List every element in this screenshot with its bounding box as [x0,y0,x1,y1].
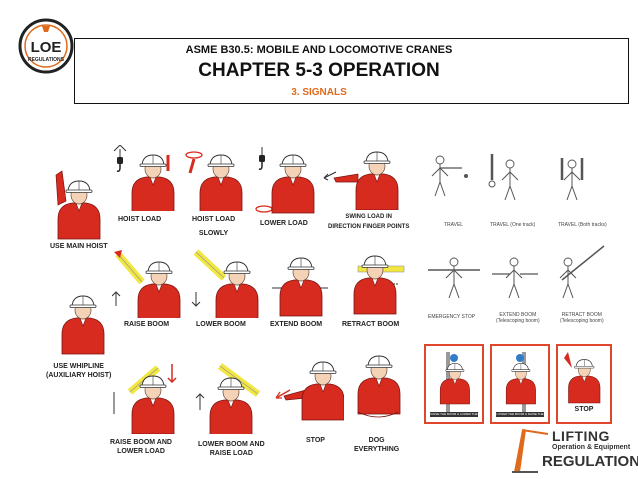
signal-dog-everything [348,346,410,430]
label-lower-boom-raise-load: LOWER BOOM AND RAISE LOAD [198,440,265,458]
sketch-retract-boom-tele [548,240,610,310]
label-travel-both-tracks: TRAVEL (Both tracks) [558,222,607,228]
label-hoist-load-slowly: HOIST LOAD SLOWLY [192,215,235,238]
label-retract-boom-tele: RETRACT BOOM (Telescoping boom) [560,312,604,324]
signal-use-whipline [54,290,112,362]
label-use-whipline-2: (AUXILIARY HOIST) [46,372,112,379]
label-lower-load: LOWER LOAD [260,220,308,227]
label-travel: TRAVEL [444,222,464,228]
signal-retract-boom [344,244,410,318]
label-swing-load: SWING LOAD IN DIRECTION FINGER POINTS [328,212,409,232]
label-swing-load-2: DIRECTION FINGER POINTS [328,224,410,230]
signal-lower-boom-raise-load [190,362,268,437]
signal-hoist-load [108,143,176,214]
label-raise-boom-lower-load: RAISE BOOM AND LOWER LOAD [110,438,172,456]
signal-use-main-hoist [50,165,106,241]
label-hoist-load: HOIST LOAD [118,216,162,223]
label-hoist-load-slowly-1: HOIST LOAD [192,216,236,223]
sketch-travel-both-tracks [548,150,602,212]
signal-lower-load [252,145,316,217]
label-stop: STOP [306,437,325,444]
label-dog-everything: DOG EVERYTHING [354,436,399,454]
standard-title: ASME B30.5: MOBILE AND LOCOMOTIVE CRANES [185,44,453,56]
label-stop-framed: STOP [574,406,594,413]
label-emergency-stop: EMERGENCY STOP [428,314,476,320]
framed-stop: STOP [556,344,612,424]
brand-line-3: REGULATIONS [542,453,638,470]
signal-swing-load [322,148,404,211]
loe-logo: LOE REGULATIONS [18,18,74,74]
signal-lower-boom [190,248,262,321]
label-lower-boom-raise-load-2: RAISE LOAD [209,450,253,457]
label-use-main-hoist: USE MAIN HOIST [50,243,108,250]
label-hoist-load-slowly-2: SLOWLY [198,230,229,237]
sketch-travel-one-track [484,150,538,212]
label-extend-boom-tele: EXTEND BOOM (Telescoping boom) [496,312,540,324]
label-retract-boom-tele-1: RETRACT BOOM [561,312,602,318]
framed-raise-boom-lower-load: RAISE THE BOOM & LOWER THE LOAD [424,344,484,424]
label-raise-boom-lower-load-2: LOWER LOAD [117,448,165,455]
label-retract-boom-tele-2: (Telescoping boom) [560,318,604,324]
signal-extend-boom [268,244,332,318]
sketch-travel [422,150,484,212]
sketch-emergency-stop [422,246,486,310]
label-dog-everything-2: EVERYTHING [354,446,400,453]
label-raise-boom: RAISE BOOM [124,321,170,328]
logo-subtext: REGULATIONS [28,57,65,63]
label-extend-boom-tele-1: EXTEND BOOM [499,312,537,318]
signal-raise-boom-lower-load [108,362,186,435]
logo-text: LOE [31,39,62,56]
label-travel-one-track: TRAVEL (One track) [490,222,536,228]
label-use-whipline-1: USE WHIPLINE [53,363,104,370]
label-lower-boom-raise-load-1: LOWER BOOM AND [198,441,265,448]
section-title: 3. SIGNALS [291,87,347,98]
label-extend-boom-tele-2: (Telescoping boom) [496,318,540,324]
signal-stop [272,350,345,430]
label-swing-load-1: SWING LOAD IN [345,214,392,220]
frame-caption-1: RAISE THE BOOM & LOWER THE LOAD [430,412,478,421]
signal-hoist-load-slowly [180,145,244,214]
framed-lower-boom-raise-load: LOWER THE BOOM & RAISE THE LOAD [490,344,550,424]
label-dog-everything-1: DOG [368,437,385,444]
chapter-title: CHAPTER 5-3 OPERATION [198,60,440,81]
label-retract-boom: RETRACT BOOM [342,321,400,328]
brand-line-1: LIFTING [552,428,610,444]
lifting-regulations-logo: LIFTING Operation & Equipment REGULATION… [508,426,638,476]
header-box [74,38,629,104]
brand-line-2: Operation & Equipment [552,444,631,451]
label-raise-boom-lower-load-1: RAISE BOOM AND [110,439,172,446]
label-use-whipline: USE WHIPLINE (AUXILIARY HOIST) [46,362,111,380]
signal-raise-boom [111,248,184,321]
sketch-extend-boom-tele [488,246,542,310]
label-lower-boom: LOWER BOOM [196,321,246,328]
frame-caption-2: LOWER THE BOOM & RAISE THE LOAD [496,412,544,421]
label-extend-boom: EXTEND BOOM [270,321,323,328]
